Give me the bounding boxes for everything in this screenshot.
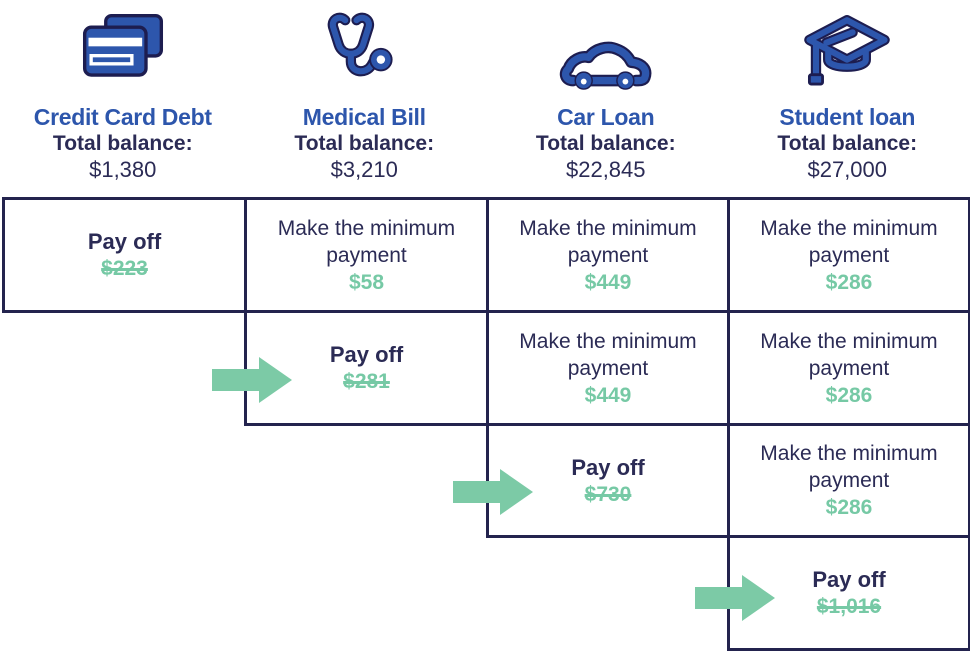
column-header-car-loan: Car Loan Total balance: $22,845 [485, 4, 727, 183]
cell-action: Make the minimum payment [277, 216, 456, 267]
grid-cell-step2-medical-payoff: Pay off $281 [244, 310, 489, 426]
balance-label: Total balance: [535, 132, 676, 155]
grid-cell-step4-student-payoff: Pay off $1,016 [727, 535, 970, 651]
grid-cell-step3-car-payoff: Pay off $730 [486, 423, 730, 538]
grid-cell-step1-car-minimum: Make the minimum payment $449 [486, 197, 730, 313]
cell-action: Make the minimum payment [760, 216, 938, 267]
car-icon [556, 4, 656, 104]
cell-action: Pay off [812, 567, 886, 592]
cell-amount: $223 [101, 257, 148, 280]
column-title: Student loan [779, 104, 916, 130]
column-header-student-loan: Student loan Total balance: $27,000 [727, 4, 969, 183]
graduation-cap-icon [797, 4, 897, 104]
debt-columns-header: Credit Card Debt Total balance: $1,380 [2, 4, 968, 183]
column-title: Car Loan [557, 104, 655, 130]
balance-label: Total balance: [777, 132, 918, 155]
cell-amount: $286 [825, 496, 873, 519]
cell-action: Make the minimum payment [760, 329, 938, 380]
credit-card-icon [75, 4, 171, 104]
cell-action: Make the minimum payment [519, 216, 697, 267]
cell-action: Pay off [87, 229, 162, 254]
grid-cell-step1-student-minimum: Make the minimum payment $286 [727, 197, 970, 313]
grid-cell-step2-student-minimum: Make the minimum payment $286 [727, 310, 970, 426]
stethoscope-icon [319, 4, 409, 104]
column-header-credit-card: Credit Card Debt Total balance: $1,380 [2, 4, 244, 183]
balance-amount: $3,210 [330, 157, 398, 182]
cell-amount: $449 [584, 383, 632, 407]
grid-cell-step1-credit-card-payoff: Pay off $223 [2, 197, 247, 313]
cell-amount: $449 [584, 270, 632, 294]
balance-label: Total balance: [52, 132, 193, 155]
cell-action: Pay off [329, 342, 404, 367]
cell-action: Pay off [571, 454, 645, 480]
balance-amount: $1,380 [89, 157, 157, 182]
balance-amount: $22,845 [565, 157, 646, 182]
cell-amount: $281 [343, 370, 390, 393]
cell-amount: $1,016 [816, 595, 882, 618]
step2-arrow-icon [212, 357, 292, 403]
cell-amount: $286 [825, 383, 873, 407]
column-title: Credit Card Debt [33, 104, 212, 130]
grid-cell-step1-medical-minimum: Make the minimum payment $58 [244, 197, 489, 313]
cell-amount: $730 [584, 482, 632, 506]
step4-arrow-icon [695, 575, 775, 621]
column-header-medical-bill: Medical Bill Total balance: $3,210 [244, 4, 486, 183]
cell-amount: $286 [825, 270, 873, 294]
column-title: Medical Bill [302, 104, 426, 130]
balance-amount: $27,000 [807, 157, 888, 182]
grid-cell-step3-student-minimum: Make the minimum payment $286 [727, 423, 970, 538]
balance-label: Total balance: [294, 132, 435, 155]
cell-action: Make the minimum payment [760, 442, 938, 492]
grid-cell-step2-car-minimum: Make the minimum payment $449 [486, 310, 730, 426]
cell-action: Make the minimum payment [519, 329, 697, 380]
cell-amount: $58 [348, 270, 385, 294]
step3-arrow-icon [453, 469, 533, 515]
